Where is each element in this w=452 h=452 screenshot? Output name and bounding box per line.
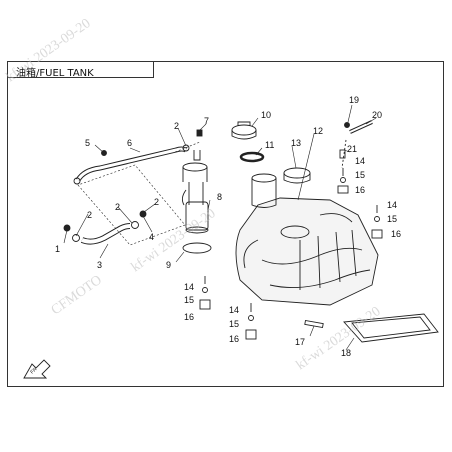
- part-fuel-tank: [235, 173, 379, 306]
- callout-3: 3: [97, 260, 102, 270]
- part-hose-clamps: [63, 129, 203, 242]
- callout-14c: 14: [184, 282, 194, 292]
- callout-11: 11: [265, 140, 274, 150]
- callout-10: 10: [261, 110, 271, 120]
- callout-6: 6: [127, 138, 132, 148]
- part-vent-line: [339, 120, 373, 169]
- watermark-brand-1: CFMOTO: [49, 273, 105, 319]
- callout-14d: 14: [229, 305, 239, 315]
- callout-8: 8: [217, 192, 222, 202]
- part-bolt-stacks: [199, 168, 383, 340]
- callout-9: 9: [166, 260, 171, 270]
- callout-20: 20: [372, 110, 382, 120]
- callout-16d: 16: [229, 334, 239, 344]
- callout-19: 19: [349, 95, 359, 105]
- callout-17: 17: [295, 337, 305, 347]
- part-lock-ring: [283, 167, 311, 184]
- front-arrow-icon: [23, 359, 51, 379]
- callout-15a: 15: [355, 170, 365, 180]
- callout-1: 1: [55, 244, 60, 254]
- callout-14a: 14: [355, 156, 365, 166]
- callout-15c: 15: [184, 295, 194, 305]
- callout-16c: 16: [184, 312, 194, 322]
- callout-4: 4: [149, 232, 154, 242]
- part-filler-ring: [239, 151, 265, 163]
- callout-5: 5: [85, 138, 90, 148]
- part-pump-gasket: [182, 242, 212, 254]
- part-pad-strip: [304, 319, 324, 329]
- callout-7: 7: [204, 116, 209, 126]
- diagram-title: 油箱/FUEL TANK: [16, 68, 94, 79]
- watermark-code-3: kf-wi 2023-09-20: [4, 16, 94, 85]
- callout-15d: 15: [229, 319, 239, 329]
- leader-dashes: [77, 141, 201, 246]
- callout-12: 12: [313, 126, 323, 136]
- callout-2a: 2: [87, 210, 92, 220]
- part-fuel-pump: [181, 150, 209, 234]
- callout-labels: 1 2 2 2 2 3 4 5 6 7 8 9 10 11 12 13 14 1…: [55, 95, 401, 358]
- callout-18: 18: [341, 348, 351, 358]
- callout-16a: 16: [355, 185, 365, 195]
- callout-2d: 2: [174, 121, 179, 131]
- callout-14b: 14: [387, 200, 397, 210]
- callout-13: 13: [291, 138, 301, 148]
- watermark-code-2: kf-wi 2023-09-20: [294, 304, 384, 373]
- part-vent-hose: [80, 223, 131, 245]
- part-fuel-cap: [231, 121, 257, 140]
- callout-16b: 16: [391, 229, 401, 239]
- diagram-frame: [7, 61, 444, 387]
- callout-2c: 2: [154, 197, 159, 207]
- title-box: 油箱/FUEL TANK: [7, 61, 154, 79]
- callout-15b: 15: [387, 214, 397, 224]
- front-arrow-label: FR: [29, 366, 38, 375]
- leader-lines: [63, 104, 377, 351]
- part-tank-gasket: [343, 313, 439, 343]
- callout-2b: 2: [115, 202, 120, 212]
- callout-21: 21: [347, 144, 357, 154]
